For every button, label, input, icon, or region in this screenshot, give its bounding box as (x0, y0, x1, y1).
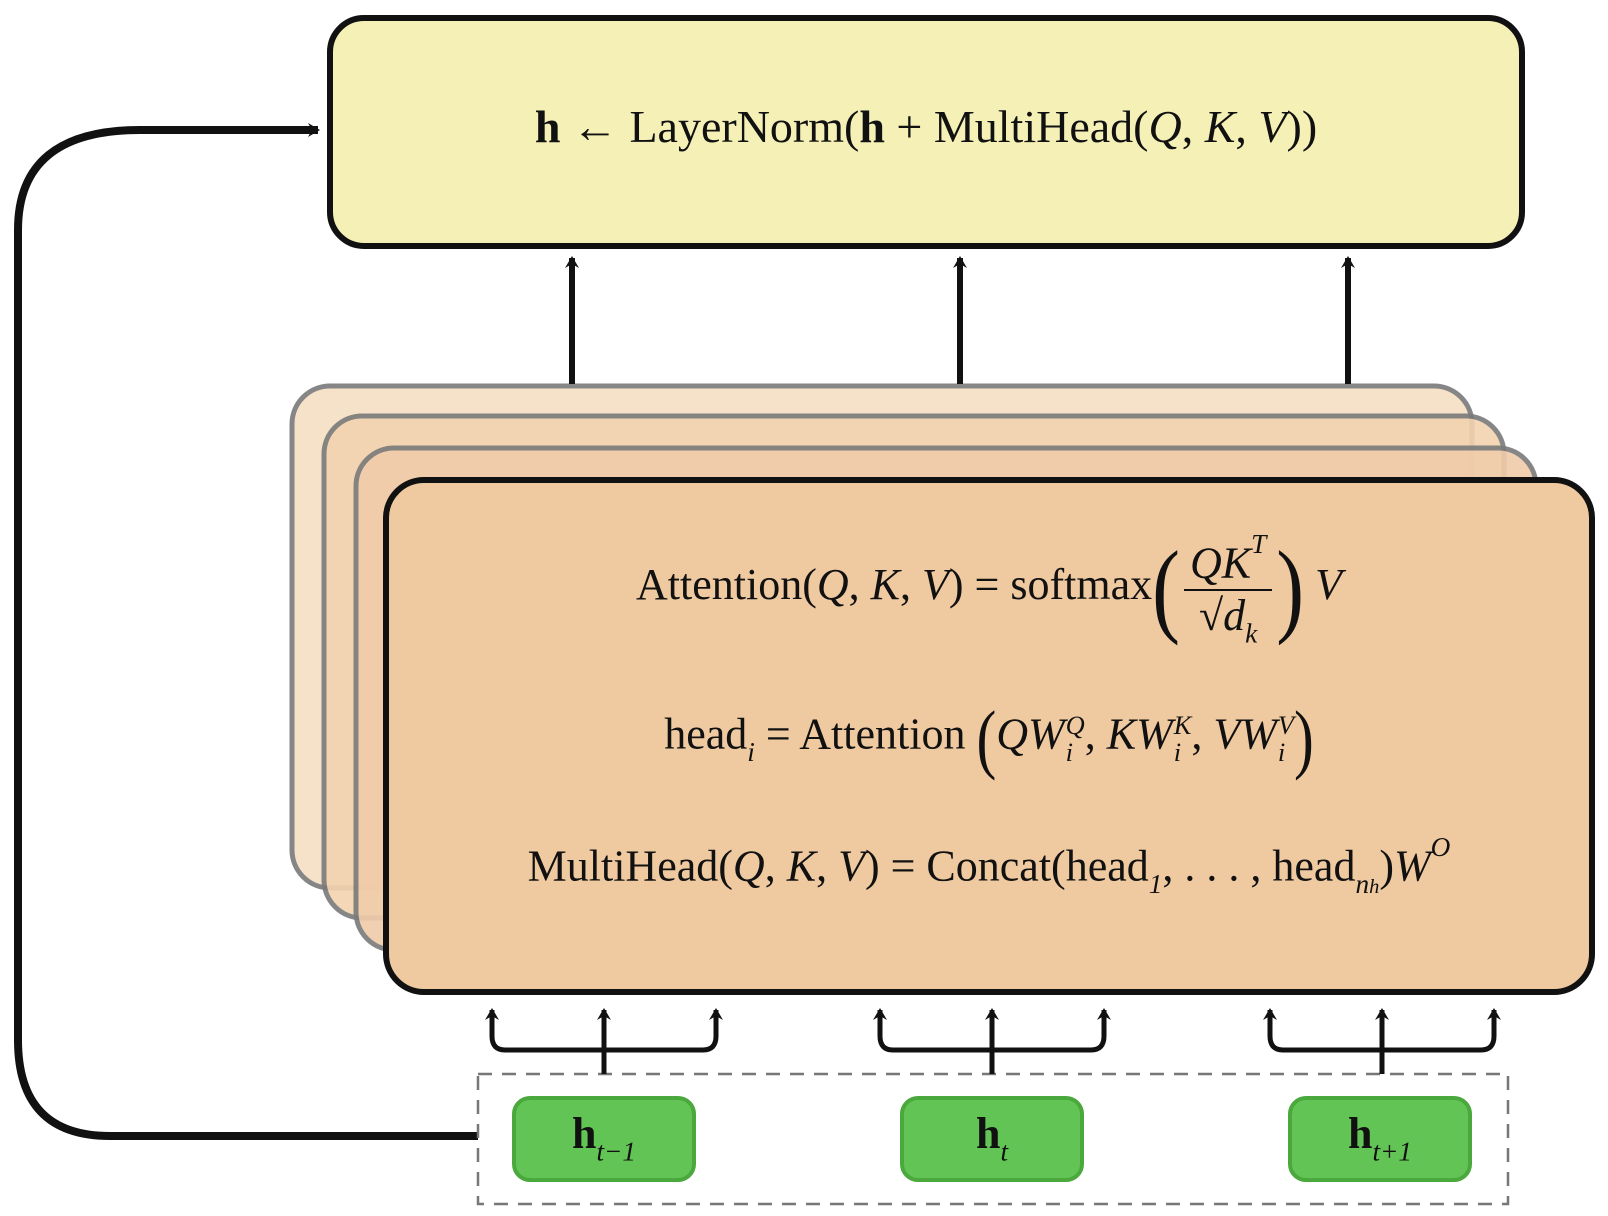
token-symbol: h (975, 1109, 1001, 1158)
token-subscript: t (1000, 1136, 1009, 1167)
token-box-t-plus-1 (1288, 1096, 1472, 1182)
layernorm-equation: h ← LayerNorm(h + MultiHead(Q, K, V)) (534, 101, 1318, 152)
token-box-t (900, 1096, 1084, 1182)
token-subscript: t−1 (596, 1136, 637, 1167)
attention-equation: Attention(Q, K, V) = softmax(QKT√dk) V (636, 529, 1342, 648)
token-symbol: h (1347, 1109, 1373, 1158)
attention-box (383, 477, 1595, 995)
fanout-arrows-right (1263, 1008, 1501, 1074)
fanout-arrows-center (873, 1008, 1111, 1074)
token-symbol: h (571, 1109, 597, 1158)
token-label-t: ht (902, 1108, 1082, 1167)
token-subscript: t+1 (1372, 1136, 1413, 1167)
multihead-equation: MultiHead(Q, K, V) = Concat(head1, . . .… (527, 832, 1451, 899)
token-label-t-plus-1: ht+1 (1290, 1108, 1470, 1167)
residual-connection-arrow (14, 123, 478, 1140)
token-box-t-minus-1 (512, 1096, 696, 1182)
token-label-t-minus-1: ht−1 (514, 1108, 694, 1167)
fanout-arrows-left (485, 1008, 723, 1074)
layernorm-box (327, 15, 1525, 249)
